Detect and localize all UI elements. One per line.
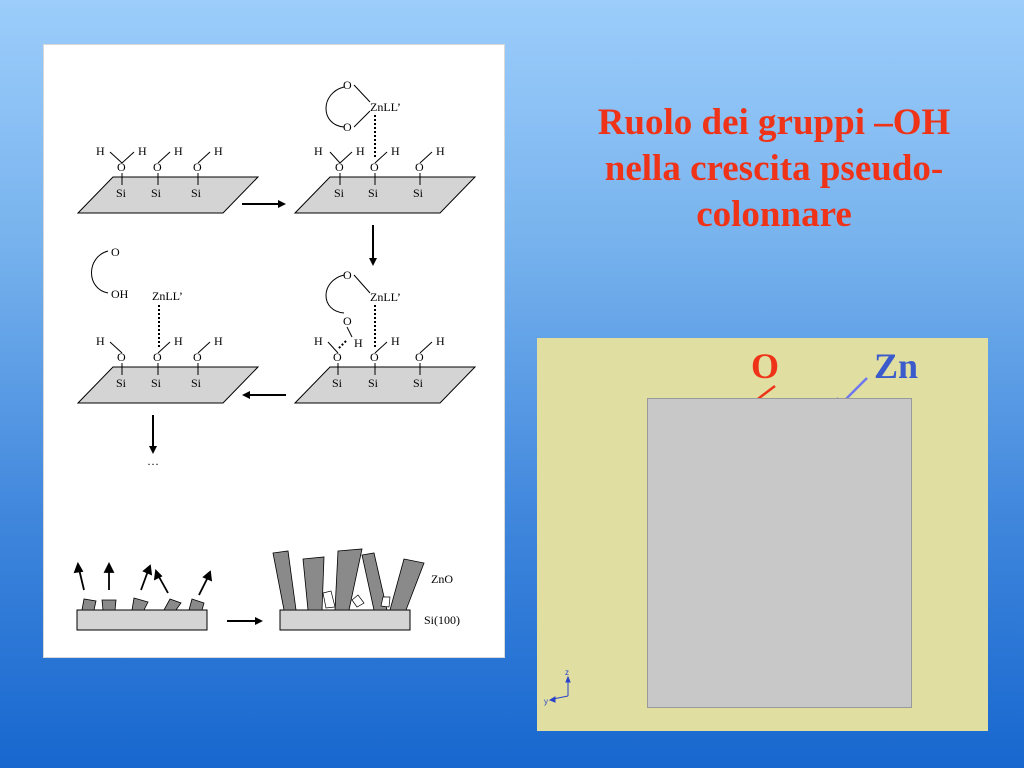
atom-h: H — [391, 144, 400, 158]
atom-o: O — [343, 314, 352, 328]
atom-o: O — [111, 245, 120, 259]
arrow-down-continue: … — [147, 415, 159, 468]
panel-2: O O ZnLL’ H H H H O O O Si Si Si — [293, 78, 477, 214]
atom-h: H — [214, 144, 223, 158]
title-line: colonnare — [696, 194, 852, 235]
atom-h: H — [214, 334, 223, 348]
substrate — [279, 609, 411, 631]
growth-columnar: ZnO Si(100) — [272, 548, 460, 631]
atom-o: O — [153, 350, 162, 364]
atom-o: O — [370, 350, 379, 364]
atom-h: H — [356, 144, 365, 158]
atom-o: O — [343, 268, 352, 282]
substrate-plane — [76, 366, 260, 404]
atom-h: H — [138, 144, 147, 158]
atom-o: O — [153, 160, 162, 174]
panel-3: O OH ZnLL’ H H H O O O Si Si Si — [76, 245, 260, 404]
atom-o: O — [415, 350, 424, 364]
atom-o: O — [193, 350, 202, 364]
atom-o: O — [333, 350, 342, 364]
axis-z-label: z — [565, 668, 569, 677]
atom-si: Si — [413, 186, 424, 200]
atom-h: H — [391, 334, 400, 348]
slide-title: Ruolo dei gruppi –OH nella crescita pseu… — [548, 100, 1000, 238]
arrow-down — [369, 225, 377, 266]
atomic-lattice-image — [647, 398, 912, 708]
atom-si: Si — [332, 376, 343, 390]
atom-si: Si — [151, 376, 162, 390]
atom-h: H — [96, 334, 105, 348]
substrate-plane — [76, 176, 260, 214]
atom-si: Si — [151, 186, 162, 200]
substrate-plane — [293, 366, 477, 404]
atom-h: H — [314, 334, 323, 348]
mechanism-diagram: H H H H O O O Si Si Si — [43, 44, 505, 658]
atom-o: O — [117, 350, 126, 364]
substrate — [76, 609, 208, 631]
zinc-label: Zn — [874, 346, 919, 386]
atom-h: H — [174, 334, 183, 348]
atom-h: H — [436, 334, 445, 348]
atom-si: Si — [334, 186, 345, 200]
atom-o: O — [343, 78, 352, 92]
arrow-right-bottom — [227, 617, 263, 625]
atom-si: Si — [191, 376, 202, 390]
substrate-plane — [293, 176, 477, 214]
title-line: nella crescita pseudo- — [604, 148, 944, 189]
atom-si: Si — [368, 186, 379, 200]
substrate-label: Si(100) — [424, 613, 460, 627]
oxygen-label: O — [751, 346, 780, 386]
atom-si: Si — [413, 376, 424, 390]
atom-o: O — [370, 160, 379, 174]
title-line: Ruolo dei gruppi –OH — [597, 102, 951, 143]
atom-h: H — [174, 144, 183, 158]
atom-h: H — [96, 144, 105, 158]
atom-si: Si — [116, 186, 127, 200]
growth-initial — [73, 561, 213, 631]
panel-1: H H H H O O O Si Si Si — [76, 144, 260, 214]
arrow-right — [242, 200, 286, 208]
axis-y-label: y — [544, 697, 548, 706]
panel-4: O O ZnLL’ H H H H O O O Si Si Si — [293, 268, 477, 404]
atom-h: H — [436, 144, 445, 158]
atom-si: Si — [191, 186, 202, 200]
ellipsis: … — [147, 454, 159, 468]
atom-o: O — [343, 120, 352, 134]
atom-o: O — [415, 160, 424, 174]
atom-si: Si — [116, 376, 127, 390]
axis-indicator — [548, 675, 571, 703]
znll-label: ZnLL’ — [370, 100, 401, 114]
zno-label: ZnO — [431, 572, 453, 586]
atom-si: Si — [368, 376, 379, 390]
atom-oh: OH — [111, 287, 129, 301]
atom-h: H — [314, 144, 323, 158]
arrow-left — [242, 391, 286, 399]
atom-h: H — [354, 336, 363, 350]
atom-o: O — [193, 160, 202, 174]
atom-o: O — [335, 160, 344, 174]
crystal-structure-panel: z y O Zn — [537, 338, 988, 731]
znll-label: ZnLL’ — [370, 290, 401, 304]
atom-o: O — [117, 160, 126, 174]
znll-label: ZnLL’ — [152, 289, 183, 303]
